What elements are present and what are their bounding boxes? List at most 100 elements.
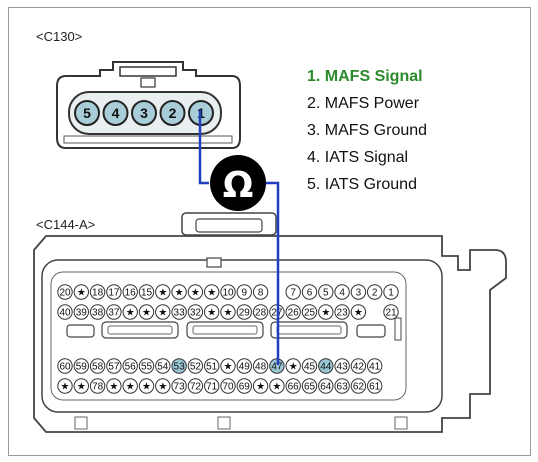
pin-empty: ★ bbox=[318, 304, 334, 320]
c130-pin-5: 5 bbox=[74, 100, 100, 126]
pin-empty: ★ bbox=[204, 304, 220, 320]
pin-73: 73 bbox=[171, 378, 187, 394]
pin-label: ★ bbox=[175, 288, 184, 299]
probe-wire-c130 bbox=[198, 110, 209, 185]
pin-32: 32 bbox=[187, 304, 204, 320]
pin-label: 4 bbox=[339, 288, 345, 299]
pin-label: ★ bbox=[256, 382, 265, 393]
pin-label: 23 bbox=[337, 308, 349, 319]
pin-label: 71 bbox=[206, 382, 218, 393]
pin-1: 1 bbox=[383, 284, 399, 300]
pin-62: 62 bbox=[350, 378, 367, 394]
pin-label: 61 bbox=[369, 382, 381, 393]
pin-25: 25 bbox=[301, 304, 318, 320]
pin-label: 64 bbox=[320, 382, 332, 393]
pin-empty: ★ bbox=[220, 358, 236, 374]
pin-label: 65 bbox=[304, 382, 316, 393]
pin-40: 40 bbox=[57, 304, 73, 320]
pin-3: 3 bbox=[350, 284, 367, 300]
pin-label: 28 bbox=[255, 308, 267, 319]
pin-39: 39 bbox=[73, 304, 90, 320]
pin-empty: ★ bbox=[73, 378, 90, 394]
pin-8: 8 bbox=[252, 284, 269, 300]
pin-empty: ★ bbox=[220, 304, 236, 320]
pin-empty: ★ bbox=[155, 304, 171, 320]
pin-empty: ★ bbox=[350, 304, 367, 320]
pin-26: 26 bbox=[285, 304, 301, 320]
pin-label: 40 bbox=[59, 308, 71, 319]
pin-label: ★ bbox=[289, 362, 298, 373]
pin-2: 2 bbox=[367, 284, 383, 300]
pin-label: 62 bbox=[353, 382, 365, 393]
pin-6: 6 bbox=[301, 284, 318, 300]
pin-label: 42 bbox=[353, 362, 365, 373]
pin-empty: ★ bbox=[138, 378, 155, 394]
c130-pin-4: 4 bbox=[102, 100, 129, 126]
pin-label: 48 bbox=[255, 362, 267, 373]
pin-empty: ★ bbox=[122, 304, 138, 320]
pin-43: 43 bbox=[334, 358, 350, 374]
ohm-symbol: Ω bbox=[223, 165, 254, 206]
pin-61: 61 bbox=[367, 378, 383, 394]
pin-label: 33 bbox=[174, 308, 186, 319]
c130-pin-number: 2 bbox=[169, 105, 177, 121]
pin-33: 33 bbox=[171, 304, 187, 320]
legend-item-4: 4. IATS Signal bbox=[307, 149, 408, 166]
pin-label: ★ bbox=[354, 308, 363, 319]
pin-4: 4 bbox=[334, 284, 350, 300]
pin-45: 45 bbox=[301, 358, 318, 374]
pin-38: 38 bbox=[89, 304, 106, 320]
pin-label: 54 bbox=[157, 362, 169, 373]
c130-pin-number: 3 bbox=[140, 105, 148, 121]
pin-label: 15 bbox=[141, 288, 153, 299]
pin-label: ★ bbox=[158, 382, 167, 393]
pin-label: ★ bbox=[61, 382, 70, 393]
pin-label: 52 bbox=[190, 362, 202, 373]
pin-60: 60 bbox=[57, 358, 73, 374]
pin-label: 3 bbox=[356, 288, 362, 299]
c130-pin-3: 3 bbox=[131, 100, 157, 126]
pin-9: 9 bbox=[236, 284, 253, 300]
pin-10: 10 bbox=[220, 284, 236, 300]
legend-item-1: 1. MAFS Signal bbox=[307, 68, 423, 85]
pin-empty: ★ bbox=[122, 378, 138, 394]
pin-empty: ★ bbox=[252, 378, 269, 394]
pin-label: 37 bbox=[108, 308, 120, 319]
pin-48: 48 bbox=[252, 358, 269, 374]
legend-item-5: 5. IATS Ground bbox=[307, 176, 417, 193]
pin-label: ★ bbox=[224, 308, 233, 319]
pin-empty: ★ bbox=[204, 284, 220, 300]
pin-label: ★ bbox=[126, 308, 135, 319]
pin-label: 16 bbox=[125, 288, 137, 299]
pin-52: 52 bbox=[187, 358, 204, 374]
pin-63: 63 bbox=[334, 378, 350, 394]
pin-57: 57 bbox=[106, 358, 122, 374]
legend-item-3: 3. MAFS Ground bbox=[307, 122, 427, 139]
pin-label: 38 bbox=[92, 308, 104, 319]
pin-label: 29 bbox=[239, 308, 251, 319]
pin-label: 41 bbox=[369, 362, 381, 373]
pin-empty: ★ bbox=[106, 378, 122, 394]
pin-label: ★ bbox=[158, 288, 167, 299]
c130-pin-number: 5 bbox=[83, 105, 91, 121]
pin-label: 49 bbox=[239, 362, 251, 373]
pin-64: 64 bbox=[318, 378, 334, 394]
pin-49: 49 bbox=[236, 358, 253, 374]
pin-empty: ★ bbox=[285, 358, 301, 374]
pin-label: ★ bbox=[321, 308, 330, 319]
pin-70: 70 bbox=[220, 378, 236, 394]
pin-41: 41 bbox=[367, 358, 383, 374]
pin-59: 59 bbox=[73, 358, 90, 374]
pin-label: 6 bbox=[307, 288, 313, 299]
pin-label: 20 bbox=[59, 288, 71, 299]
pin-label: 45 bbox=[304, 362, 316, 373]
pin-empty: ★ bbox=[171, 284, 187, 300]
pin-label: 58 bbox=[92, 362, 104, 373]
pin-label: 44 bbox=[320, 362, 332, 373]
pin-56: 56 bbox=[122, 358, 138, 374]
pin-label: ★ bbox=[77, 288, 86, 299]
pin-label: ★ bbox=[158, 308, 167, 319]
c144-a-label: <C144-A> bbox=[36, 217, 95, 232]
